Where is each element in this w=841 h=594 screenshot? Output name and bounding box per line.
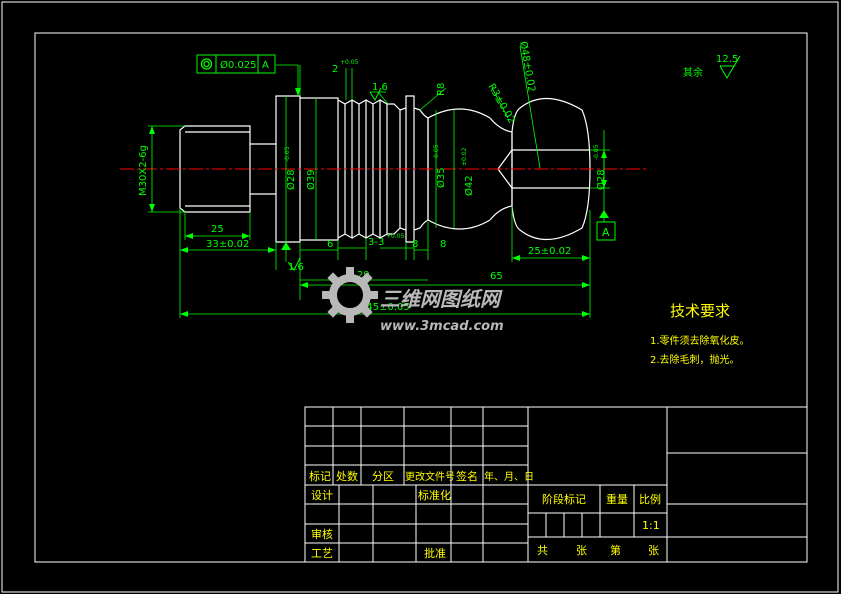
tb-h-doc: 更改文件号 [405, 470, 455, 483]
tb-stage-mark: 阶段标记 [542, 492, 586, 506]
watermark: 三维网图纸网 www.3mcad.com [322, 267, 504, 334]
dim-d9-tol: -0.05 [433, 144, 440, 160]
watermark-brand: 三维网图纸网 [380, 287, 503, 311]
roughness-value: 12.5 [716, 54, 738, 65]
tech-title: 技术要求 [670, 302, 730, 320]
watermark-url: www.3mcad.com [380, 319, 504, 334]
dim-d2: 1.6 [372, 82, 388, 93]
dim-d6: M30X2-6g [138, 145, 149, 196]
dim-d13: 33±0.02 [206, 239, 249, 250]
dim-d14: 1.6 [288, 262, 304, 273]
dim-d17: 8 [412, 239, 418, 250]
dim-d15: 6 [327, 239, 333, 250]
tb-standardize: 标准化 [418, 488, 451, 502]
datum-box [596, 221, 616, 241]
dim-d16: 3-3 [368, 237, 384, 248]
tb-total: 共 [537, 544, 548, 557]
dim-d7-tol: -0.05 [284, 146, 291, 162]
roughness-symbols [287, 55, 741, 271]
dim-d8: Ø39 [305, 169, 317, 190]
tolerance-frame [196, 54, 276, 74]
tolerance-value: Ø0.025 [220, 59, 257, 71]
dim-d10-tol: ±0.02 [461, 147, 468, 166]
dim-d20: 29 [357, 270, 370, 281]
tb-sheet: 张 [576, 544, 587, 557]
tb-design: 设计 [311, 489, 333, 502]
dim-d10: Ø42 [463, 175, 475, 196]
gear-icon [322, 267, 378, 323]
tb-h-sign: 签名 [456, 469, 478, 483]
dimension-texts: Ø0.025 A 2 +0.05 1.6 R8 Ø48±0.02 R3±0.02… [138, 40, 738, 313]
tb-scale: 比例 [639, 492, 661, 506]
title-block [304, 406, 808, 563]
tb-h-date: 年、月、日 [484, 470, 534, 483]
dim-d22: 145±0.05 [360, 302, 410, 313]
dim-d16-tol: +0.05 [386, 233, 405, 240]
tolerance-datum: A [262, 60, 269, 71]
tech-item-2: 2.去除毛刺，抛光。 [650, 353, 740, 366]
dim-d7: Ø28 [285, 169, 297, 190]
dim-d12: 25 [211, 224, 224, 235]
dim-d1: 2 [332, 64, 338, 75]
arrowheads [149, 88, 609, 317]
dim-d11: Ø28 [595, 169, 607, 190]
dim-d1-tol: +0.05 [340, 59, 359, 66]
tb-h-zone: 分区 [372, 470, 394, 483]
tb-h-mark: 标记 [309, 469, 331, 483]
dim-d3: R8 [436, 83, 447, 96]
dim-d11-tol: -0.05 [593, 144, 600, 160]
tech-requirements: 技术要求 1.零件须去除氧化皮。 2.去除毛刺，抛光。 [650, 302, 750, 366]
tb-process: 工艺 [311, 547, 333, 560]
dimension-lines [148, 45, 610, 318]
tb-approve: 批准 [424, 546, 446, 560]
tb-h-count: 处数 [336, 470, 358, 483]
dim-d9: Ø35 [435, 167, 447, 188]
tb-weight: 重量 [606, 492, 628, 506]
tb-review: 审核 [311, 527, 333, 541]
tb-sheet2: 张 [648, 544, 659, 557]
title-block-texts: 标记 处数 分区 更改文件号 签名 年、月、日 设计 标准化 审核 工艺 批准 … [309, 469, 661, 560]
roughness-other: 其余 [683, 66, 703, 79]
dim-d21: 65 [490, 271, 503, 282]
tb-scale-value: 1:1 [642, 519, 660, 532]
tech-item-1: 1.零件须去除氧化皮。 [650, 334, 750, 347]
tb-no: 第 [610, 543, 621, 557]
dim-d18: 8 [440, 239, 446, 250]
dim-d4: Ø48±0.02 [517, 40, 538, 93]
dim-d19: 25±0.02 [528, 246, 571, 257]
datum-label: A [602, 226, 610, 239]
